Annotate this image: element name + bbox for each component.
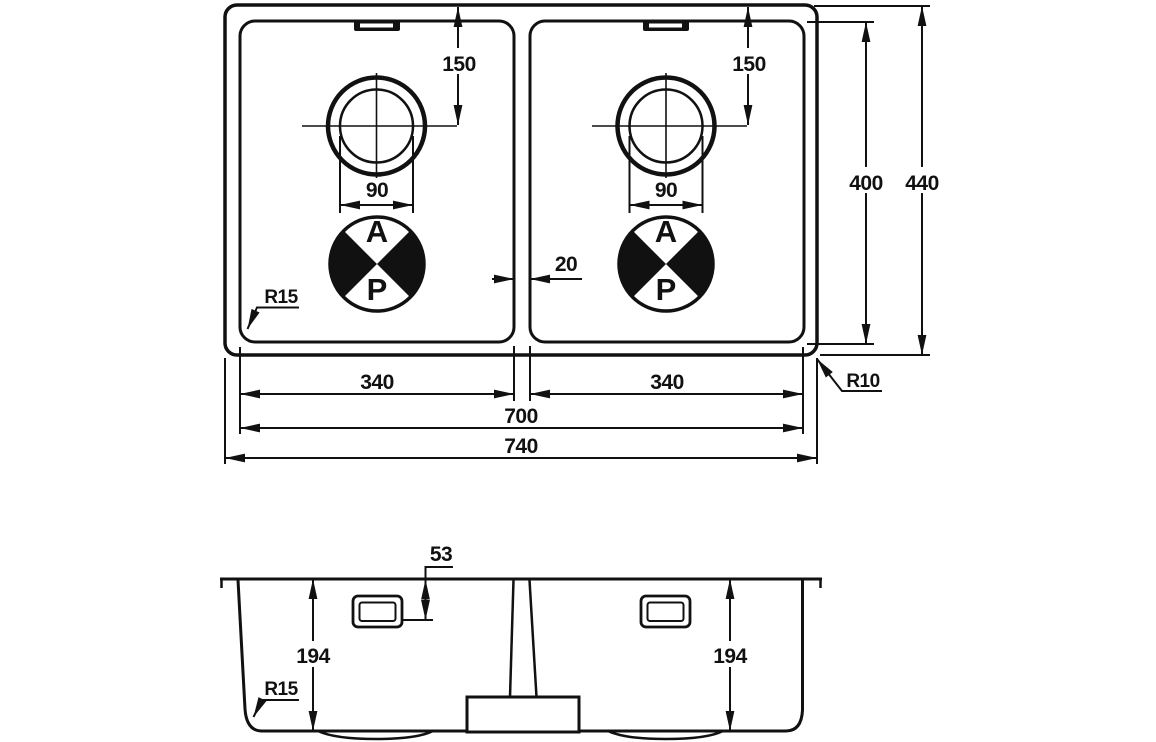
leader-r10: R10 — [816, 358, 882, 392]
front-view-dimensions: 53 194 194 R15 — [252, 543, 755, 731]
dim-label: 340 — [650, 371, 684, 394]
dim-tail — [424, 566, 453, 579]
left-drain — [302, 73, 457, 178]
divider-right-edge — [528, 579, 538, 698]
label-mask — [288, 641, 338, 667]
overflow-inner — [646, 601, 685, 622]
right-overflow — [639, 594, 692, 629]
top-view-dimensions: 150 150 90 90 20 — [224, 5, 947, 464]
dim-label: 90 — [366, 179, 388, 202]
dim-label: 53 — [430, 543, 452, 566]
dim-label: 400 — [849, 172, 883, 195]
dim-340-left: 340 — [240, 371, 514, 399]
dim-150-left: 150 — [438, 7, 479, 125]
leader-line — [816, 358, 882, 392]
drain-inner-circle — [338, 88, 415, 164]
left-drain-boss — [317, 729, 434, 741]
dim-label: 150 — [732, 53, 766, 76]
mark-letter-a: A — [366, 214, 388, 249]
slot-slit — [360, 23, 393, 28]
dim-label: R10 — [846, 371, 879, 392]
left-overflow-slot — [354, 20, 400, 31]
right-black-quadrant — [666, 230, 713, 298]
overflow-inner — [358, 601, 397, 622]
drain-outer-circle — [615, 75, 717, 177]
registration-mark-left: A P — [328, 214, 426, 313]
leader-r15-front: R15 — [252, 679, 299, 718]
dim-53: 53 — [402, 543, 453, 621]
dim-label: 150 — [442, 53, 476, 76]
dim-150-right: 150 — [728, 7, 769, 125]
slot-slit — [649, 23, 682, 28]
leader-r15-plan: R15 — [246, 287, 299, 330]
left-black-quadrant — [619, 230, 666, 298]
right-drain-boss — [607, 729, 724, 741]
leader-line — [246, 306, 299, 330]
label-mask — [705, 641, 755, 667]
left-black-quadrant — [330, 230, 377, 298]
dim-label: 20 — [555, 253, 577, 276]
label-mask — [897, 167, 947, 193]
dim-90-left: 90 — [339, 136, 414, 213]
dim-label: 740 — [504, 435, 538, 458]
top-view: A P A P — [223, 3, 819, 357]
dim-194-left: 194 — [288, 579, 338, 731]
drain-inner-circle — [628, 88, 704, 164]
dim-700: 700 — [240, 405, 803, 433]
dim-label: R15 — [264, 679, 298, 700]
drain-outer-circle — [325, 75, 428, 177]
dim-label: 90 — [655, 179, 677, 202]
dim-740: 740 — [225, 435, 817, 463]
dim-label: 700 — [504, 405, 538, 428]
label-mask — [438, 48, 479, 74]
label-mask — [841, 167, 891, 193]
center-support-block — [465, 695, 581, 734]
right-overflow-slot — [643, 20, 689, 31]
overflow-outer — [639, 594, 692, 629]
left-overflow — [351, 594, 404, 629]
leader-line — [252, 697, 299, 718]
dim-340-right: 340 — [530, 371, 803, 399]
dim-440: 440 — [814, 5, 947, 356]
divider-left-edge — [508, 579, 515, 698]
dim-label: 340 — [360, 371, 394, 394]
dim-194-right: 194 — [705, 579, 755, 731]
mark-letter-a: A — [655, 214, 677, 249]
label-mask — [728, 48, 769, 74]
dim-label: 440 — [905, 172, 939, 195]
mark-outline — [328, 215, 426, 313]
registration-mark-right: A P — [617, 214, 715, 313]
mark-letter-p: P — [656, 272, 677, 307]
right-drain — [592, 73, 747, 178]
dim-label: R15 — [264, 287, 298, 308]
dim-label: 194 — [713, 645, 747, 668]
dim-90-right: 90 — [628, 136, 704, 213]
overflow-outer — [351, 594, 404, 629]
dim-20-gap: 20 — [492, 253, 582, 284]
mark-letter-p: P — [367, 272, 388, 307]
front-view — [220, 577, 822, 741]
dim-label: 194 — [296, 645, 330, 668]
dim-400: 400 — [807, 21, 891, 345]
mark-outline — [617, 215, 715, 313]
right-black-quadrant — [377, 230, 424, 298]
